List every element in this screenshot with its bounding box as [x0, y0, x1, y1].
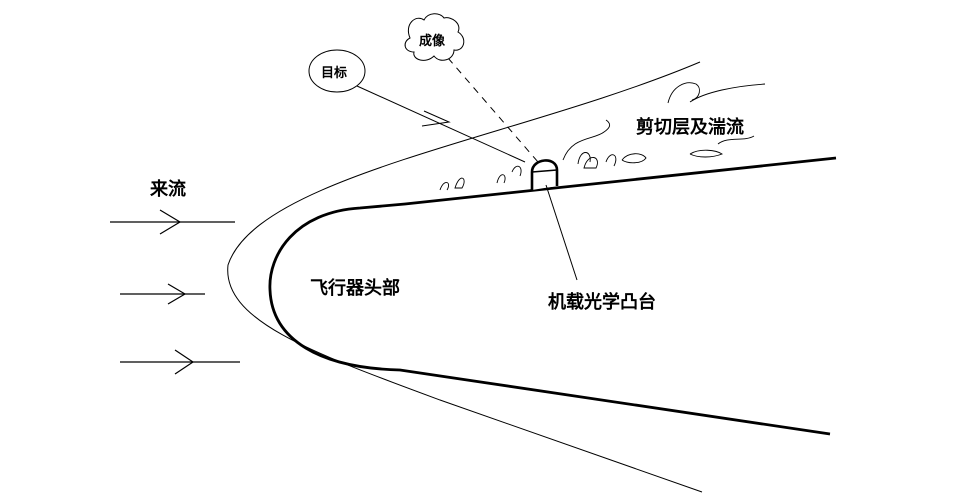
- turret-leader-line: [545, 184, 578, 281]
- flow-arrow: [110, 209, 235, 235]
- target-bubble: [308, 49, 366, 93]
- incoming-flow-arrows: [110, 209, 240, 375]
- vehicle-nose-label: 飞行器头部: [310, 278, 400, 299]
- imaging-cloud-bubble: [404, 13, 465, 61]
- optical-turret-dome: [530, 159, 559, 190]
- optical-turret-label: 机载光学凸台: [548, 292, 656, 313]
- imaging-label: 成像: [419, 34, 446, 49]
- vehicle-nose-outline: [268, 156, 837, 436]
- flow-arrow: [120, 349, 240, 375]
- target-label: 目标: [321, 66, 348, 81]
- optical-turret-window: [531, 169, 558, 173]
- imaging-dashed-line: [447, 57, 539, 163]
- incoming-flow-label: 来流: [150, 179, 186, 200]
- turbulence-squiggles: [439, 82, 766, 191]
- shear-layer-label: 剪切层及湍流: [636, 117, 744, 138]
- target-ray: [356, 85, 526, 163]
- shock-wave-curve: [227, 61, 703, 493]
- flow-arrow: [120, 283, 205, 305]
